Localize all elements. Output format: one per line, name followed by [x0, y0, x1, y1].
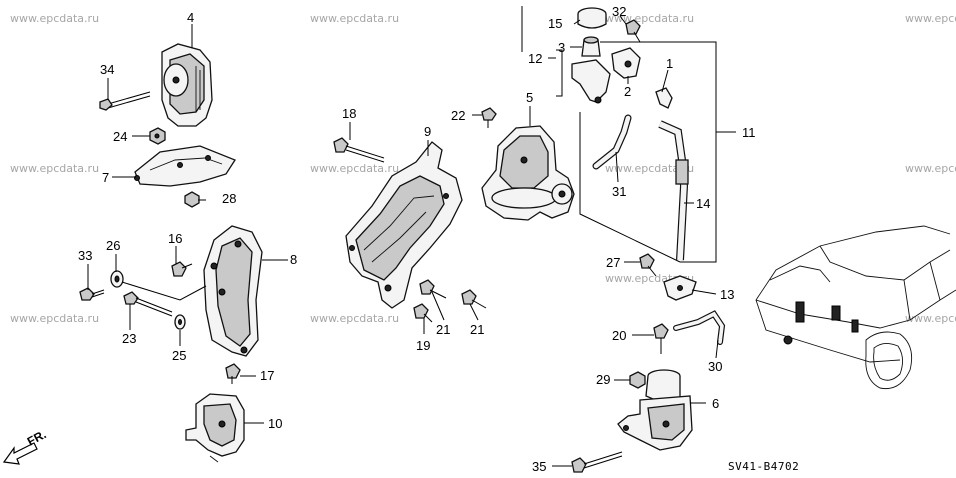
callout-20: 20: [612, 328, 626, 343]
watermark: www.epcdata.ru: [310, 12, 399, 25]
callout-33: 33: [78, 248, 92, 263]
part-6-side-mount: [617, 369, 693, 451]
car-outline: [755, 225, 956, 390]
part-10-lower-mount: [185, 393, 245, 463]
watermark: www.epcdata.ru: [605, 162, 694, 175]
callout-1: 1: [666, 56, 673, 71]
watermark: www.epcdata.ru: [605, 12, 694, 25]
callout-22: 22: [451, 108, 465, 123]
callout-28: 28: [222, 191, 236, 206]
part-19-bolt: [413, 303, 433, 323]
callout-21: 21: [470, 322, 484, 337]
callout-7: 7: [102, 170, 109, 185]
callout-31: 31: [612, 184, 626, 199]
part-3-bushing: [581, 36, 601, 57]
callout-15: 15: [548, 16, 562, 31]
callout-32: 32: [612, 4, 626, 19]
callout-5: 5: [526, 90, 533, 105]
part-12-solenoid: [571, 59, 611, 104]
callout-16: 16: [168, 231, 182, 246]
watermark-layer: www.epcdata.ru www.epcdata.ru www.epcdat…: [10, 12, 956, 325]
part-22-bolt: [481, 107, 497, 128]
leader-lines: [87, 15, 719, 467]
callout-8: 8: [290, 252, 297, 267]
callout-2: 2: [624, 84, 631, 99]
part-34-bolt: [99, 91, 151, 111]
diagram-code: SV41-B4702: [728, 460, 799, 473]
part-20-bolt: [653, 323, 669, 354]
part-25-washer: [174, 314, 186, 330]
part-17-bolt: [225, 363, 241, 384]
callout-11: 11: [742, 125, 756, 140]
watermark: www.epcdata.ru: [310, 162, 399, 175]
callout-3: 3: [558, 40, 565, 55]
front-direction-indicator: FR.: [2, 427, 48, 465]
part-21-bolt: [419, 279, 447, 299]
callout-17: 17: [260, 368, 274, 383]
watermark: www.epcdata.ru: [10, 162, 99, 175]
part-7-mount-plate: [134, 145, 236, 187]
watermark: www.epcdata.ru: [310, 312, 399, 325]
part-23-bolt: [123, 291, 173, 317]
part-33-bolt: [79, 287, 105, 301]
callout-26: 26: [106, 238, 120, 253]
callout-4: 4: [187, 10, 194, 25]
part-29-nut: [629, 371, 646, 389]
callout-23: 23: [122, 331, 136, 346]
part-27-bolt: [639, 253, 657, 277]
part-31-hose: [592, 114, 632, 170]
part-32-bolt: [625, 19, 641, 43]
part-26-washer: [110, 270, 124, 288]
part-13-stay: [663, 275, 697, 301]
watermark: www.epcdata.ru: [905, 12, 956, 25]
callout-30: 30: [708, 359, 722, 374]
watermark: www.epcdata.ru: [10, 312, 99, 325]
callout-21: 21: [436, 322, 450, 337]
callout-25: 25: [172, 348, 186, 363]
callout-6: 6: [712, 396, 719, 411]
callout-bracket-11: [521, 6, 736, 263]
part-21-bolt: [461, 289, 487, 309]
part-14-hose: [658, 120, 689, 261]
callout-34: 34: [100, 62, 114, 77]
callout-9: 9: [424, 124, 431, 139]
callout-bracket-12: [548, 49, 563, 97]
part-24-nut: [149, 127, 166, 145]
part-9-front-bracket: [345, 141, 463, 309]
callout-13: 13: [720, 287, 734, 302]
part-16-bolt: [171, 261, 193, 277]
part-1-clip: [655, 87, 673, 109]
front-arrow-icon: [2, 442, 38, 465]
callout-27: 27: [606, 255, 620, 270]
callout-35: 35: [532, 459, 546, 474]
part-30-hose: [673, 310, 726, 345]
part-8-bracket: [203, 225, 263, 357]
part-28-nut: [184, 191, 200, 208]
callout-24: 24: [113, 129, 127, 144]
callout-29: 29: [596, 372, 610, 387]
watermark: www.epcdata.ru: [905, 162, 956, 175]
callout-12: 12: [528, 51, 542, 66]
part-35-bolt: [571, 451, 623, 473]
watermark: www.epcdata.ru: [10, 12, 99, 25]
part-5-rear-mount: [481, 125, 575, 221]
callout-10: 10: [268, 416, 282, 431]
part-18-bolt: [333, 137, 385, 163]
part-2-valve: [611, 47, 641, 79]
callout-labels: 4 34 24 7 28 8 16 33 26 23 25 17 10 18 9…: [78, 4, 756, 474]
callout-14: 14: [696, 196, 710, 211]
callout-18: 18: [342, 106, 356, 121]
callout-19: 19: [416, 338, 430, 353]
part-15-cap: [577, 7, 607, 29]
part-4-upper-mount: [161, 43, 213, 127]
